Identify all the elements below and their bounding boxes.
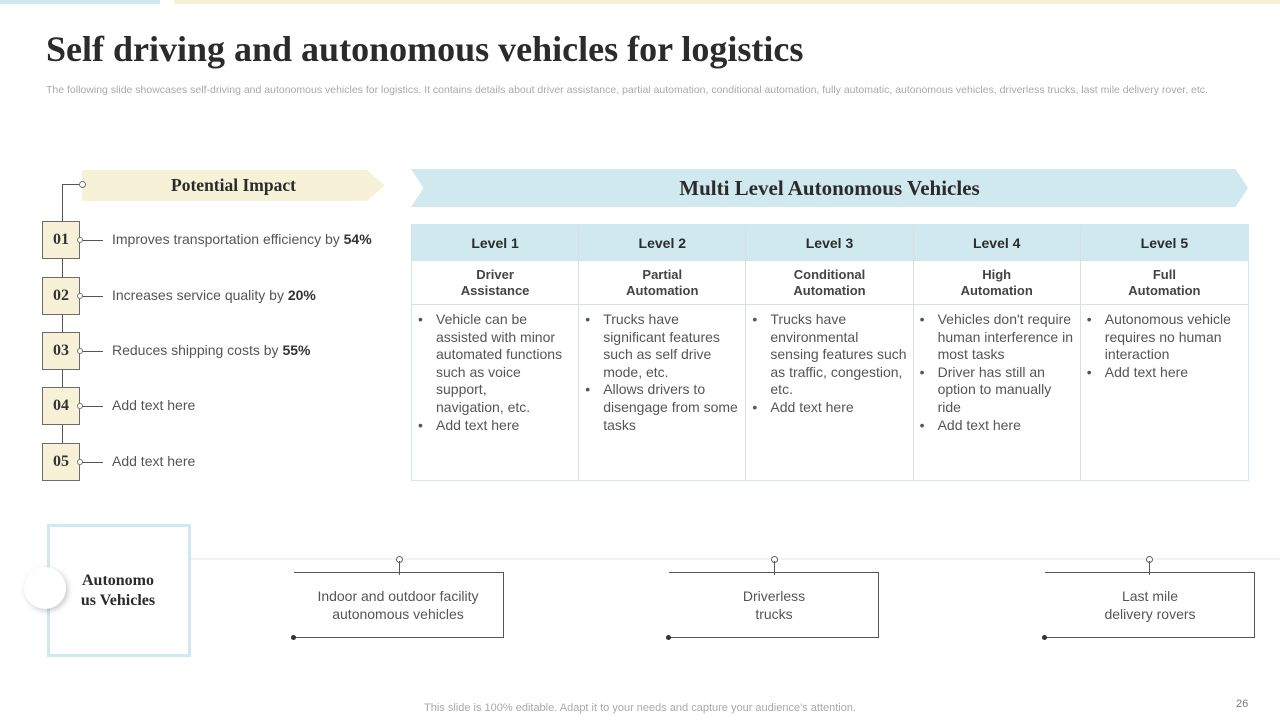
impact-item-03: Reduces shipping costs by 55% (112, 342, 310, 358)
impact-item-text: Improves transportation efficiency by (112, 231, 344, 247)
level-bullet: Driver has still an option to manually r… (920, 364, 1074, 417)
level-name: Conditional Automation (746, 261, 913, 305)
level-bullet: Add text here (752, 399, 906, 417)
level-bullet: Trucks have significant features such as… (585, 311, 739, 381)
level-bullet: Vehicles don't require human interferenc… (920, 311, 1074, 364)
multi-level-heading: Multi Level Autonomous Vehicles (411, 169, 1248, 207)
level-header: Level 2 (579, 225, 746, 261)
impact-dot (77, 237, 83, 243)
vehicle-item-frame (666, 572, 879, 640)
impact-item-01: Improves transportation efficiency by 54… (112, 231, 372, 247)
impact-item-value: 55% (282, 342, 311, 358)
level-bullets: Vehicle can be assisted with minor autom… (412, 305, 578, 434)
level-column-2: Level 2 Partial Automation Trucks have s… (579, 225, 747, 480)
impact-item-value: 20% (287, 287, 316, 303)
level-bullet: Autonomous vehicle requires no human int… (1087, 311, 1242, 364)
vehicles-title: Autonomo us Vehicles (80, 572, 156, 609)
vehicle-item-indoor-outdoor: Indoor and outdoor facility autonomous v… (317, 588, 479, 622)
level-bullet: Trucks have environmental sensing featur… (752, 311, 906, 399)
level-bullets: Trucks have environmental sensing featur… (746, 305, 912, 417)
level-name: Driver Assistance (412, 261, 579, 305)
impact-item-value: 54% (343, 231, 372, 247)
level-bullet: Allows drivers to disengage from some ta… (585, 381, 739, 434)
level-column-4: Level 4 High Automation Vehicles don't r… (913, 225, 1081, 480)
level-header: Level 4 (913, 225, 1080, 261)
impact-dot (77, 459, 83, 465)
vehicles-title-box (47, 524, 191, 657)
impact-item-02: Increases service quality by 20% (112, 287, 316, 303)
level-header: Level 3 (746, 225, 913, 261)
level-bullet: Add text here (1087, 364, 1242, 382)
level-header: Level 5 (1080, 225, 1248, 261)
impact-dot (77, 293, 83, 299)
impact-connector (80, 351, 103, 352)
levels-table: Level 1 Driver Assistance Vehicle can be… (411, 224, 1249, 481)
impact-timeline-line (62, 184, 63, 476)
vehicles-circle-decoration (24, 567, 66, 609)
potential-impact-heading: Potential Impact (82, 170, 385, 201)
impact-item-text: Reduces shipping costs by (112, 342, 283, 358)
level-name: Full Automation (1080, 261, 1248, 305)
impact-number-01: 01 (42, 221, 80, 259)
level-column-5: Level 5 Full Automation Autonomous vehic… (1080, 225, 1248, 480)
vehicle-item-frame (1042, 572, 1255, 640)
impact-connector (80, 462, 103, 463)
impact-dot (77, 348, 83, 354)
level-bullet: Add text here (920, 417, 1074, 435)
footer-note: This slide is 100% editable. Adapt it to… (424, 702, 856, 714)
impact-connector (80, 240, 103, 241)
level-bullets: Vehicles don't require human interferenc… (914, 305, 1080, 434)
level-bullets: Trucks have significant features such as… (579, 305, 745, 434)
impact-item-04: Add text here (112, 397, 196, 413)
level-header: Level 1 (412, 225, 579, 261)
impact-item-05: Add text here (112, 453, 196, 469)
impact-item-text: Increases service quality by (112, 287, 288, 303)
level-column-1: Level 1 Driver Assistance Vehicle can be… (412, 225, 580, 480)
impact-number-02: 02 (42, 277, 80, 315)
slide-title: Self driving and autonomous vehicles for… (46, 29, 804, 69)
vehicle-item-frame (291, 572, 504, 640)
vehicles-divider-line (191, 558, 1280, 560)
page-number: 26 (1236, 698, 1249, 710)
level-bullet: Add text here (418, 417, 572, 435)
level-column-3: Level 3 Conditional Automation Trucks ha… (746, 225, 914, 480)
impact-number-04: 04 (42, 387, 80, 425)
vehicle-item-delivery-rovers: Last mile delivery rovers (1104, 588, 1196, 622)
level-name: High Automation (913, 261, 1080, 305)
vehicle-item-driverless-trucks: Driverless trucks (742, 588, 806, 622)
top-accent-bar-blue (0, 0, 160, 4)
slide-subtitle: The following slide showcases self-drivi… (46, 84, 1208, 96)
level-bullet: Vehicle can be assisted with minor autom… (418, 311, 572, 417)
level-bullets: Autonomous vehicle requires no human int… (1081, 305, 1248, 381)
impact-connector (80, 296, 103, 297)
impact-heading-dot (79, 181, 86, 188)
vehicle-item-stem (1149, 561, 1150, 575)
level-name: Partial Automation (579, 261, 746, 305)
top-accent-bar-cream (174, 0, 1280, 4)
impact-heading-connector (63, 184, 83, 185)
vehicle-item-stem (399, 561, 400, 575)
impact-dot (77, 403, 83, 409)
impact-connector (80, 406, 103, 407)
vehicle-item-stem (774, 561, 775, 575)
impact-number-03: 03 (42, 332, 80, 370)
impact-number-05: 05 (42, 443, 80, 481)
